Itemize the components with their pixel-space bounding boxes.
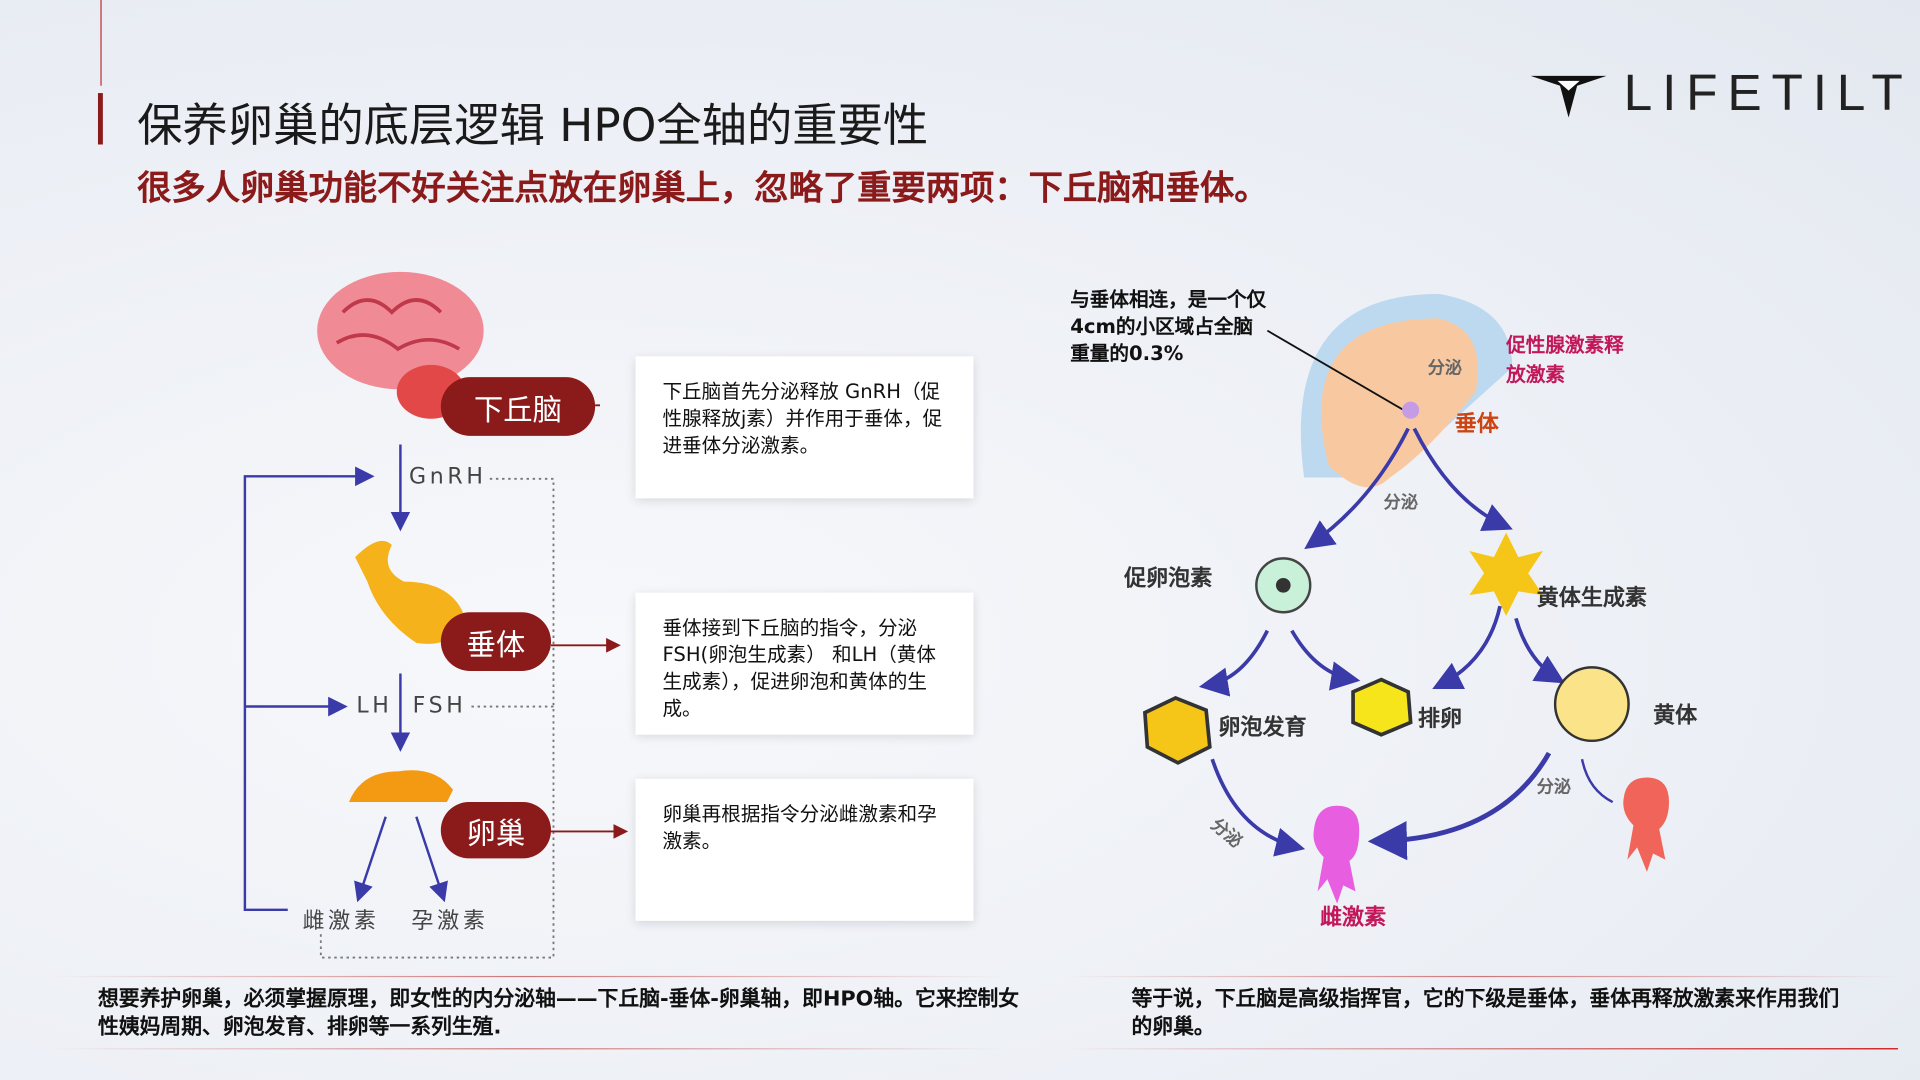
label-estrogen-hormone: 雌激素 — [1320, 904, 1387, 931]
label-pituitary: 垂体 — [1454, 411, 1499, 438]
divider — [48, 975, 1005, 978]
card-pituitary: 垂体接到下丘脑的指令，分泌FSH(卵泡生成素） 和LH（黄体生成素），促进卵泡和… — [635, 592, 974, 735]
label-corpus-luteum: 黄体 — [1653, 702, 1698, 729]
divider — [1065, 975, 1898, 978]
label-estrogen: 雌激素 — [302, 908, 380, 935]
ovulation-icon — [1351, 677, 1413, 737]
label-fsh: 促卵泡素 — [1124, 565, 1213, 592]
hypothalamus-note: 与垂体相连，是一个仅4cm的小区域占全脑重量的0.3% — [1070, 287, 1267, 365]
estrogen-figure-icon — [1313, 805, 1360, 904]
hormone-illustration — [1142, 293, 1669, 904]
hpo-diagram-lines — [243, 271, 601, 959]
node-hypothalamus: 下丘脑 — [440, 377, 596, 436]
title-bar — [97, 93, 103, 145]
divider — [1065, 1048, 1898, 1050]
footer-right-text: 等于说，下丘脑是高级指挥官，它的下级是垂体，垂体再释放激素来作用我们的卵巢。 — [1131, 986, 1840, 1040]
card-hypothalamus: 下丘脑首先分泌释放 GnRH（促性腺释放j素）并作用于垂体，促进垂体分泌激素。 — [635, 356, 974, 499]
lh-icon — [1469, 532, 1543, 616]
label-secrete-3: 分泌 — [1536, 777, 1572, 798]
pituitary-icon — [355, 540, 466, 644]
logo-text: LIFETILT — [1623, 63, 1913, 122]
label-lh: 黄体生成素 — [1536, 585, 1647, 612]
logo-icon — [1530, 75, 1607, 118]
node-pituitary: 垂体 — [440, 612, 552, 672]
node-ovary: 卵巢 — [440, 802, 552, 859]
label-lh: LH — [356, 693, 393, 719]
decor-line — [100, 0, 102, 86]
footer-left-text: 想要养护卵巢，必须掌握原理，即女性的内分泌轴——下丘脑-垂体-卵巢轴，即HPO轴… — [97, 986, 1020, 1040]
page-title: 保养卵巢的底层逻辑 HPO全轴的重要性 — [137, 99, 929, 152]
label-ovulation: 排卵 — [1417, 706, 1463, 733]
progesterone-figure-icon — [1623, 777, 1669, 872]
divider — [48, 1048, 1005, 1050]
corpus-luteum-icon — [1553, 666, 1630, 743]
label-gnrh: GnRH — [408, 464, 487, 490]
label-gnrh-hormone: 促性腺激素释放激素 — [1506, 333, 1624, 386]
label-secrete-1: 分泌 — [1427, 358, 1463, 379]
follicle-icon — [1142, 695, 1212, 765]
pointer-arrows — [551, 637, 629, 839]
label-follicle: 卵泡发育 — [1218, 715, 1307, 741]
page-subtitle: 很多人卵巢功能不好关注点放在卵巢上，忽略了重要两项：下丘脑和垂体。 — [137, 167, 1269, 209]
label-fsh: FSH — [412, 693, 467, 719]
label-progesterone: 孕激素 — [411, 908, 489, 935]
card-ovary: 卵巢再根据指令分泌雌激素和孕激素。 — [635, 778, 974, 921]
label-secrete-2: 分泌 — [1383, 493, 1418, 514]
logo: LIFETILT — [1530, 63, 1913, 123]
ovary-icon — [348, 770, 454, 803]
